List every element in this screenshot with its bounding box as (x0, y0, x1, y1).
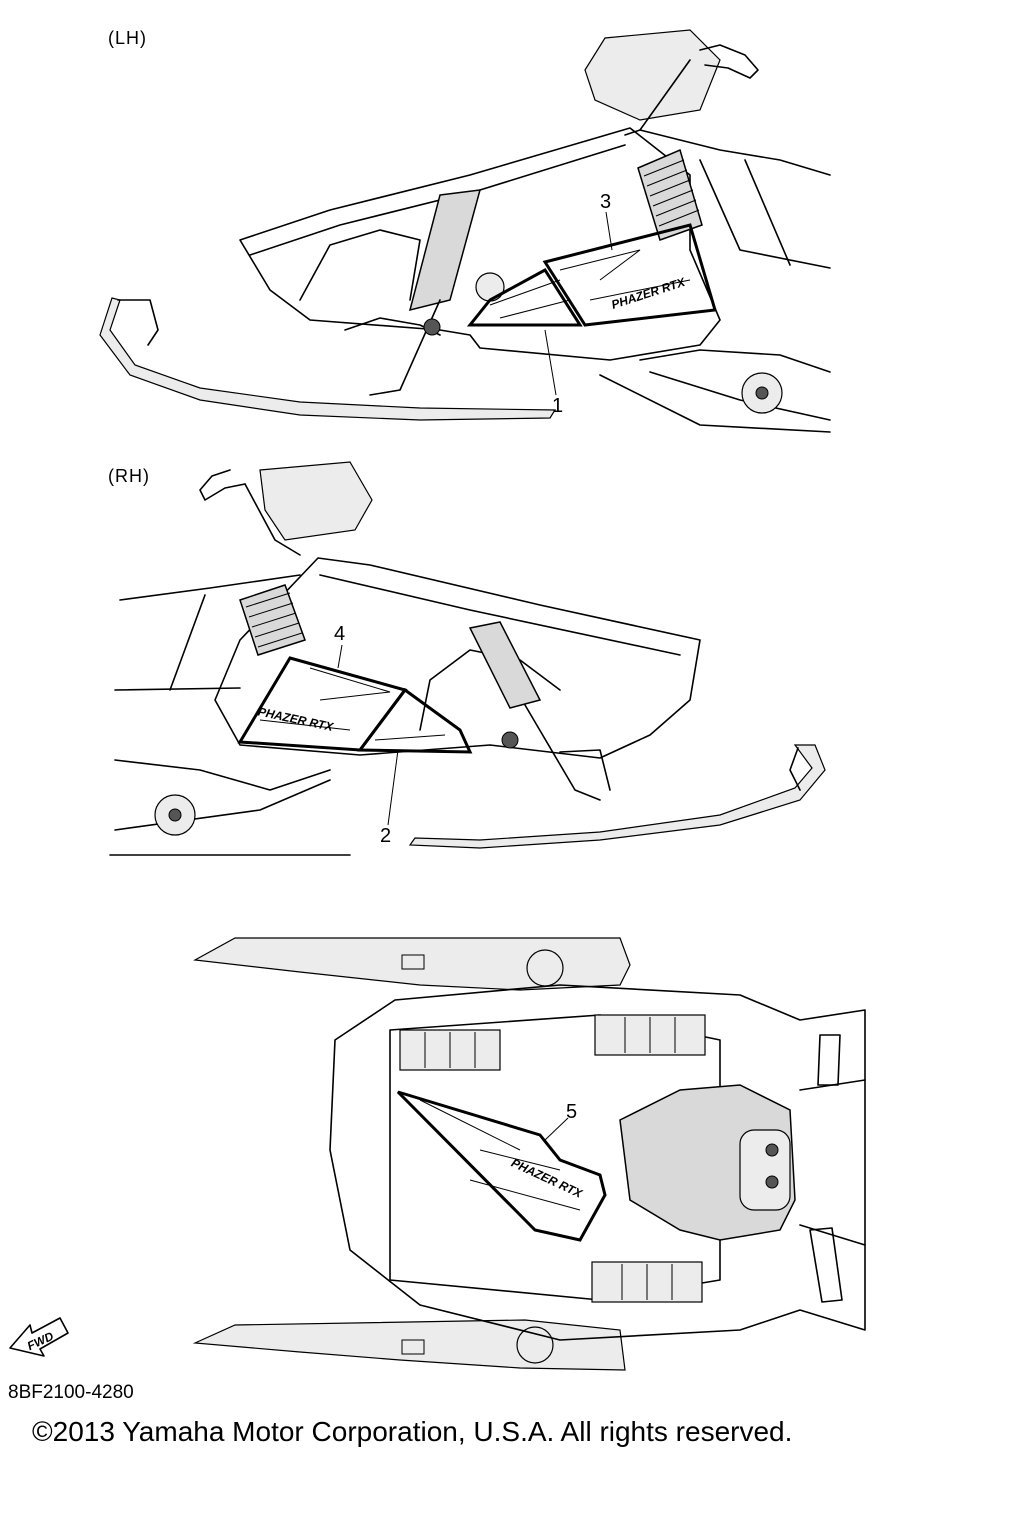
fwd-arrow-icon: FWD (9, 1317, 69, 1357)
rh-side-view: PHAZER RTX 2 4 (109, 461, 826, 856)
part-code: 8BF2100-4280 (8, 1382, 134, 1403)
lh-side-view: PHAZER RTX 1 3 (99, 29, 831, 433)
callout-1: 1 (552, 395, 563, 417)
callout-5: 5 (566, 1101, 577, 1123)
rh-vent-grille (239, 584, 306, 656)
decal-2-rh (357, 687, 473, 754)
decal-5-text: PHAZER RTX (509, 1156, 585, 1201)
copyright-notice: ©2013 Yamaha Motor Corporation, U.S.A. A… (32, 1416, 793, 1447)
callout-3: 3 (600, 191, 611, 213)
top-vents (399, 1014, 706, 1303)
lh-vent-grille (637, 148, 703, 241)
view-label-lh: (LH) (108, 28, 147, 48)
callout-2: 2 (380, 825, 391, 847)
decal-1-lh (466, 268, 583, 327)
decal-4-rh: PHAZER RTX (237, 656, 408, 752)
rh-ski (408, 744, 826, 849)
top-view: PHAZER RTX 5 (192, 937, 866, 1371)
decal-4-text: PHAZER RTX (257, 704, 336, 734)
view-label-rh: (RH) (108, 466, 150, 486)
callout-4: 4 (334, 623, 345, 645)
lh-ski (99, 297, 557, 421)
